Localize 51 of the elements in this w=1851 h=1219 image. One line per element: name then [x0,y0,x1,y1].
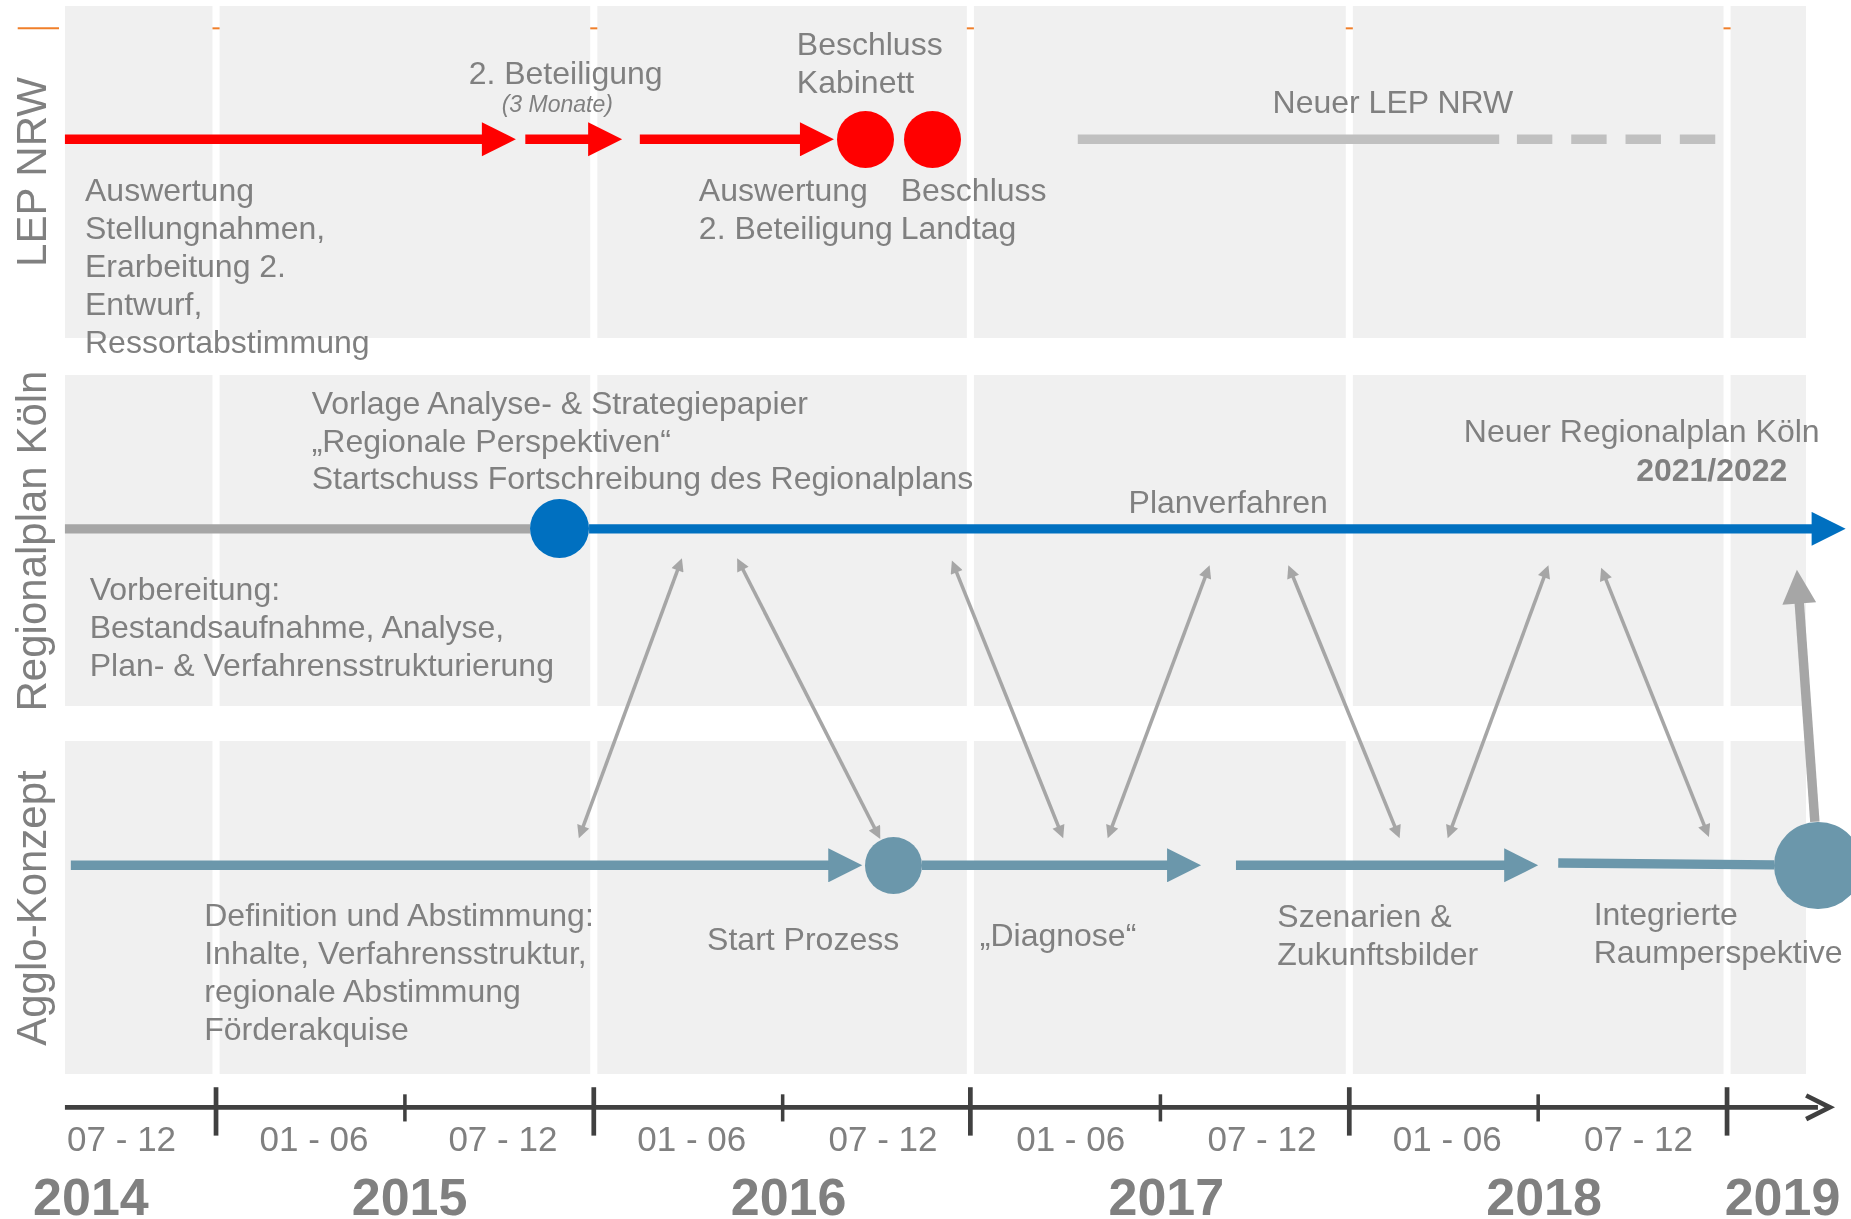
arrow [737,558,881,840]
arrow [639,122,834,157]
milestone-caption: Integrierte Raumperspektive [1593,894,1844,971]
arrow [1446,565,1550,839]
period-label: 07 - 12 [448,1120,558,1159]
period-label: 07 - 12 [1584,1120,1693,1159]
connector-line [64,524,531,534]
arrow [950,560,1065,839]
period-label: 01 - 06 [637,1120,747,1159]
milestone-caption: Beschluss Landtag [900,171,1048,248]
year-label: 2017 [1108,1168,1225,1219]
arrow [577,558,684,839]
annotation-text: Auswertung 2. Beteiligung [698,171,894,248]
year-label: 2014 [33,1168,149,1219]
arrow [1106,565,1212,839]
milestone-caption: Startschuss Fortschreibung des Regionalplans [311,459,974,498]
arrow [1782,569,1820,823]
year-label: 2015 [351,1168,468,1219]
annotation-text: 2021/2022 [1636,450,1788,489]
year-label: 2018 [1486,1168,1602,1219]
period-label: 07 - 12 [1207,1120,1317,1159]
arrow [589,511,1846,546]
annotation-text: Szenarien & Zukunftsbilder [1277,897,1480,974]
period-label: 07 - 12 [67,1120,177,1159]
lane-label: LEP NRW [8,76,55,267]
period-label: 07 - 12 [828,1120,938,1159]
annotation-text: Neuer LEP NRW [1272,82,1514,121]
milestone-caption: Vorlage Analyse- & Strategiepapier „Regionale Perspektiven“ [311,383,809,460]
arrow [1287,565,1401,839]
period-label: 01 - 06 [1016,1120,1126,1159]
milestone-caption: Beschluss Kabinett [796,24,944,101]
annotation-text: „Diagnose“ [979,916,1137,955]
lane-label: Agglo-Konzept [8,770,55,1046]
annotation-text: Auswertung Stellungnahmen, Erarbeitung 2. Entwurf, Ressortabstimmung [85,171,371,362]
annotation-text: Inhalte, Verfahrensstruktur, regionale Abstimmung Förderakquise [204,933,588,1048]
annotation-text: 2. Beteiligung [468,54,663,93]
milestone-caption: Start Prozess [707,919,900,958]
annotation-text: (3 Monate) [501,90,613,117]
arrow [70,848,863,883]
arrow [1599,567,1711,838]
lane-label: Regionalplan Köln [8,370,55,712]
year-label: 2016 [730,1168,847,1219]
year-label: 2019 [1724,1168,1841,1219]
period-label: 01 - 06 [259,1120,369,1159]
arrow [921,848,1202,883]
period-label: 01 - 06 [1392,1120,1502,1159]
annotation-text: Bestandsaufnahme, Analyse, Plan- & Verfahrensstrukturierung [89,607,555,684]
annotation-text: Vorbereitung: [89,570,281,609]
connector-line [1558,858,1775,870]
annotation-text: Definition und Abstimmung: [204,896,594,934]
annotation-text: Neuer Regionalplan Köln [1463,412,1820,450]
